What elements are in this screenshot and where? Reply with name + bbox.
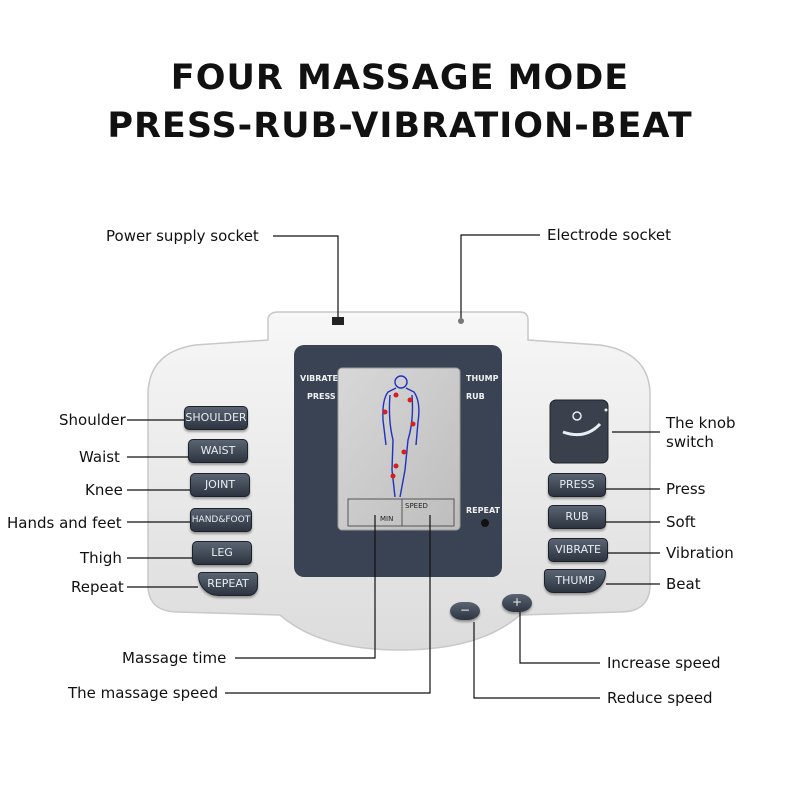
title-line-1: FOUR MASSAGE MODE (170, 58, 630, 98)
callout-vibration: Vibration (666, 544, 734, 562)
callout-knee: Knee (85, 481, 123, 499)
electrode-socket-icon (458, 318, 464, 324)
knob-icon (562, 422, 602, 437)
screen-label-vibrate: VIBRATE (300, 374, 338, 383)
reduce-speed-button[interactable]: − (450, 602, 480, 620)
callout-soft: Soft (666, 513, 696, 531)
callout-waist: Waist (79, 448, 120, 466)
leg-button[interactable]: LEG (192, 541, 252, 565)
lcd-label-speed: SPEED (405, 502, 428, 510)
rub-button[interactable]: RUB (548, 505, 606, 529)
callout-thigh: Thigh (80, 549, 122, 567)
callout-reduce-speed: Reduce speed (607, 689, 713, 707)
power-socket-icon (332, 317, 344, 325)
callout-increase-speed: Increase speed (607, 654, 721, 672)
callout-knob-switch-line-1: The knob (666, 414, 736, 432)
screen-label-thump: THUMP (466, 374, 499, 383)
screen-label-press: PRESS (307, 392, 336, 401)
callout-electrode-socket: Electrode socket (547, 226, 672, 244)
knob-switch (549, 399, 609, 464)
callout-massage-time: Massage time (122, 649, 227, 667)
callout-hands-and-feet: Hands and feet (7, 514, 122, 532)
lcd-screen (337, 367, 461, 531)
press-button[interactable]: PRESS (548, 473, 606, 497)
repeat-indicator-icon (481, 519, 489, 527)
screen-label-repeat: REPEAT (466, 506, 500, 515)
callout-knob-switch-line-2: switch (666, 433, 714, 451)
callout-massage-speed: The massage speed (68, 684, 219, 702)
increase-speed-button[interactable]: + (502, 594, 532, 612)
body-figure-icon (382, 375, 420, 498)
hand-foot-button[interactable]: HAND&FOOT (190, 508, 252, 532)
shoulder-button[interactable]: SHOULDER (184, 406, 248, 430)
repeat-button[interactable]: REPEAT (198, 572, 258, 596)
callout-power-supply-socket: Power supply socket (106, 227, 259, 245)
lcd-label-min: MIN (380, 515, 394, 523)
thump-button[interactable]: THUMP (544, 569, 606, 593)
massage-point-dots (382, 392, 416, 479)
callout-beat: Beat (666, 575, 701, 593)
title-line-2: PRESS-RUB-VIBRATION-BEAT (107, 106, 693, 146)
joint-button[interactable]: JOINT (190, 473, 250, 497)
lcd-status-box (347, 498, 455, 527)
callout-repeat: Repeat (71, 578, 124, 596)
screen-label-rub: RUB (466, 392, 485, 401)
waist-button[interactable]: WAIST (188, 439, 248, 463)
callout-press: Press (666, 480, 706, 498)
callout-shoulder: Shoulder (59, 411, 126, 429)
vibrate-button[interactable]: VIBRATE (548, 538, 608, 562)
leader-lines (127, 234, 660, 699)
